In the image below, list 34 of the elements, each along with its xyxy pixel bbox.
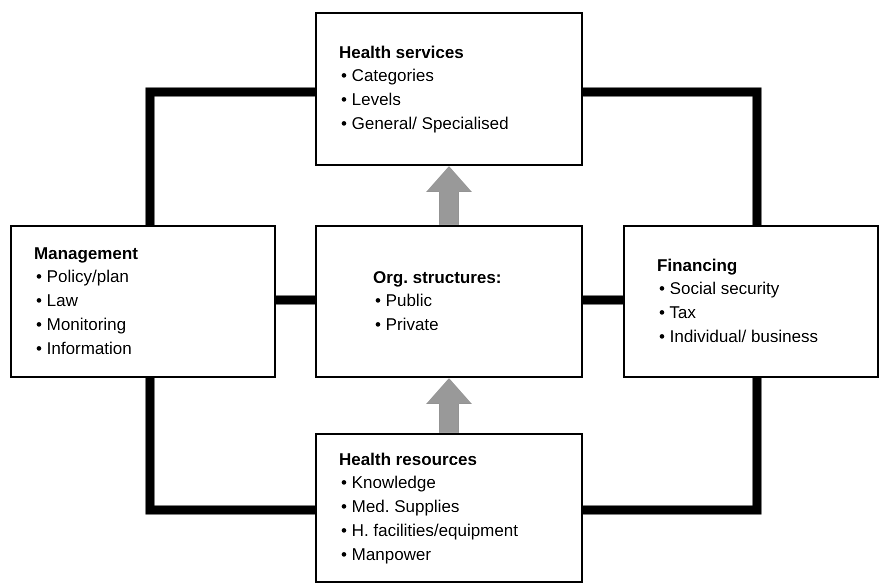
bullet-item: • H. facilities/equipment	[341, 520, 519, 542]
bullet-item: • Monitoring	[36, 314, 128, 336]
bullet-item: • Law	[36, 290, 79, 312]
bullet-item: • Med. Supplies	[341, 496, 460, 518]
text-box	[315, 225, 583, 378]
box-heading: Health resources	[339, 449, 478, 471]
connector-line	[146, 378, 315, 514]
connector-line	[583, 378, 762, 514]
bullet-item: • Policy/plan	[36, 266, 130, 288]
box-heading: Financing	[657, 254, 738, 276]
text-box	[315, 12, 583, 166]
bullet-item: • Public	[375, 290, 433, 312]
bullet-item: • General/ Specialised	[341, 113, 510, 135]
block-arrow	[426, 166, 472, 225]
box-heading: Org. structures:	[373, 266, 502, 288]
connector-line	[583, 296, 623, 304]
bullet-item: • Social security	[659, 278, 780, 300]
text-box	[315, 433, 583, 583]
connector-line	[276, 296, 315, 304]
box-heading: Management	[34, 242, 139, 264]
bullet-item: • Individual/ business	[659, 326, 820, 348]
box-heading: Health services	[339, 42, 465, 64]
bullet-item: • Private	[375, 314, 440, 336]
connector-line	[146, 88, 315, 225]
block-arrow	[426, 378, 472, 433]
text-box	[623, 225, 879, 378]
bullet-item: • Manpower	[341, 544, 432, 566]
bullet-item: • Tax	[659, 302, 697, 324]
text-box	[10, 225, 276, 378]
bullet-item: • Categories	[341, 65, 435, 87]
bullet-item: • Levels	[341, 89, 402, 111]
bullet-item: • Knowledge	[341, 472, 437, 494]
connector-line	[583, 88, 762, 225]
bullet-item: • Information	[36, 338, 133, 360]
